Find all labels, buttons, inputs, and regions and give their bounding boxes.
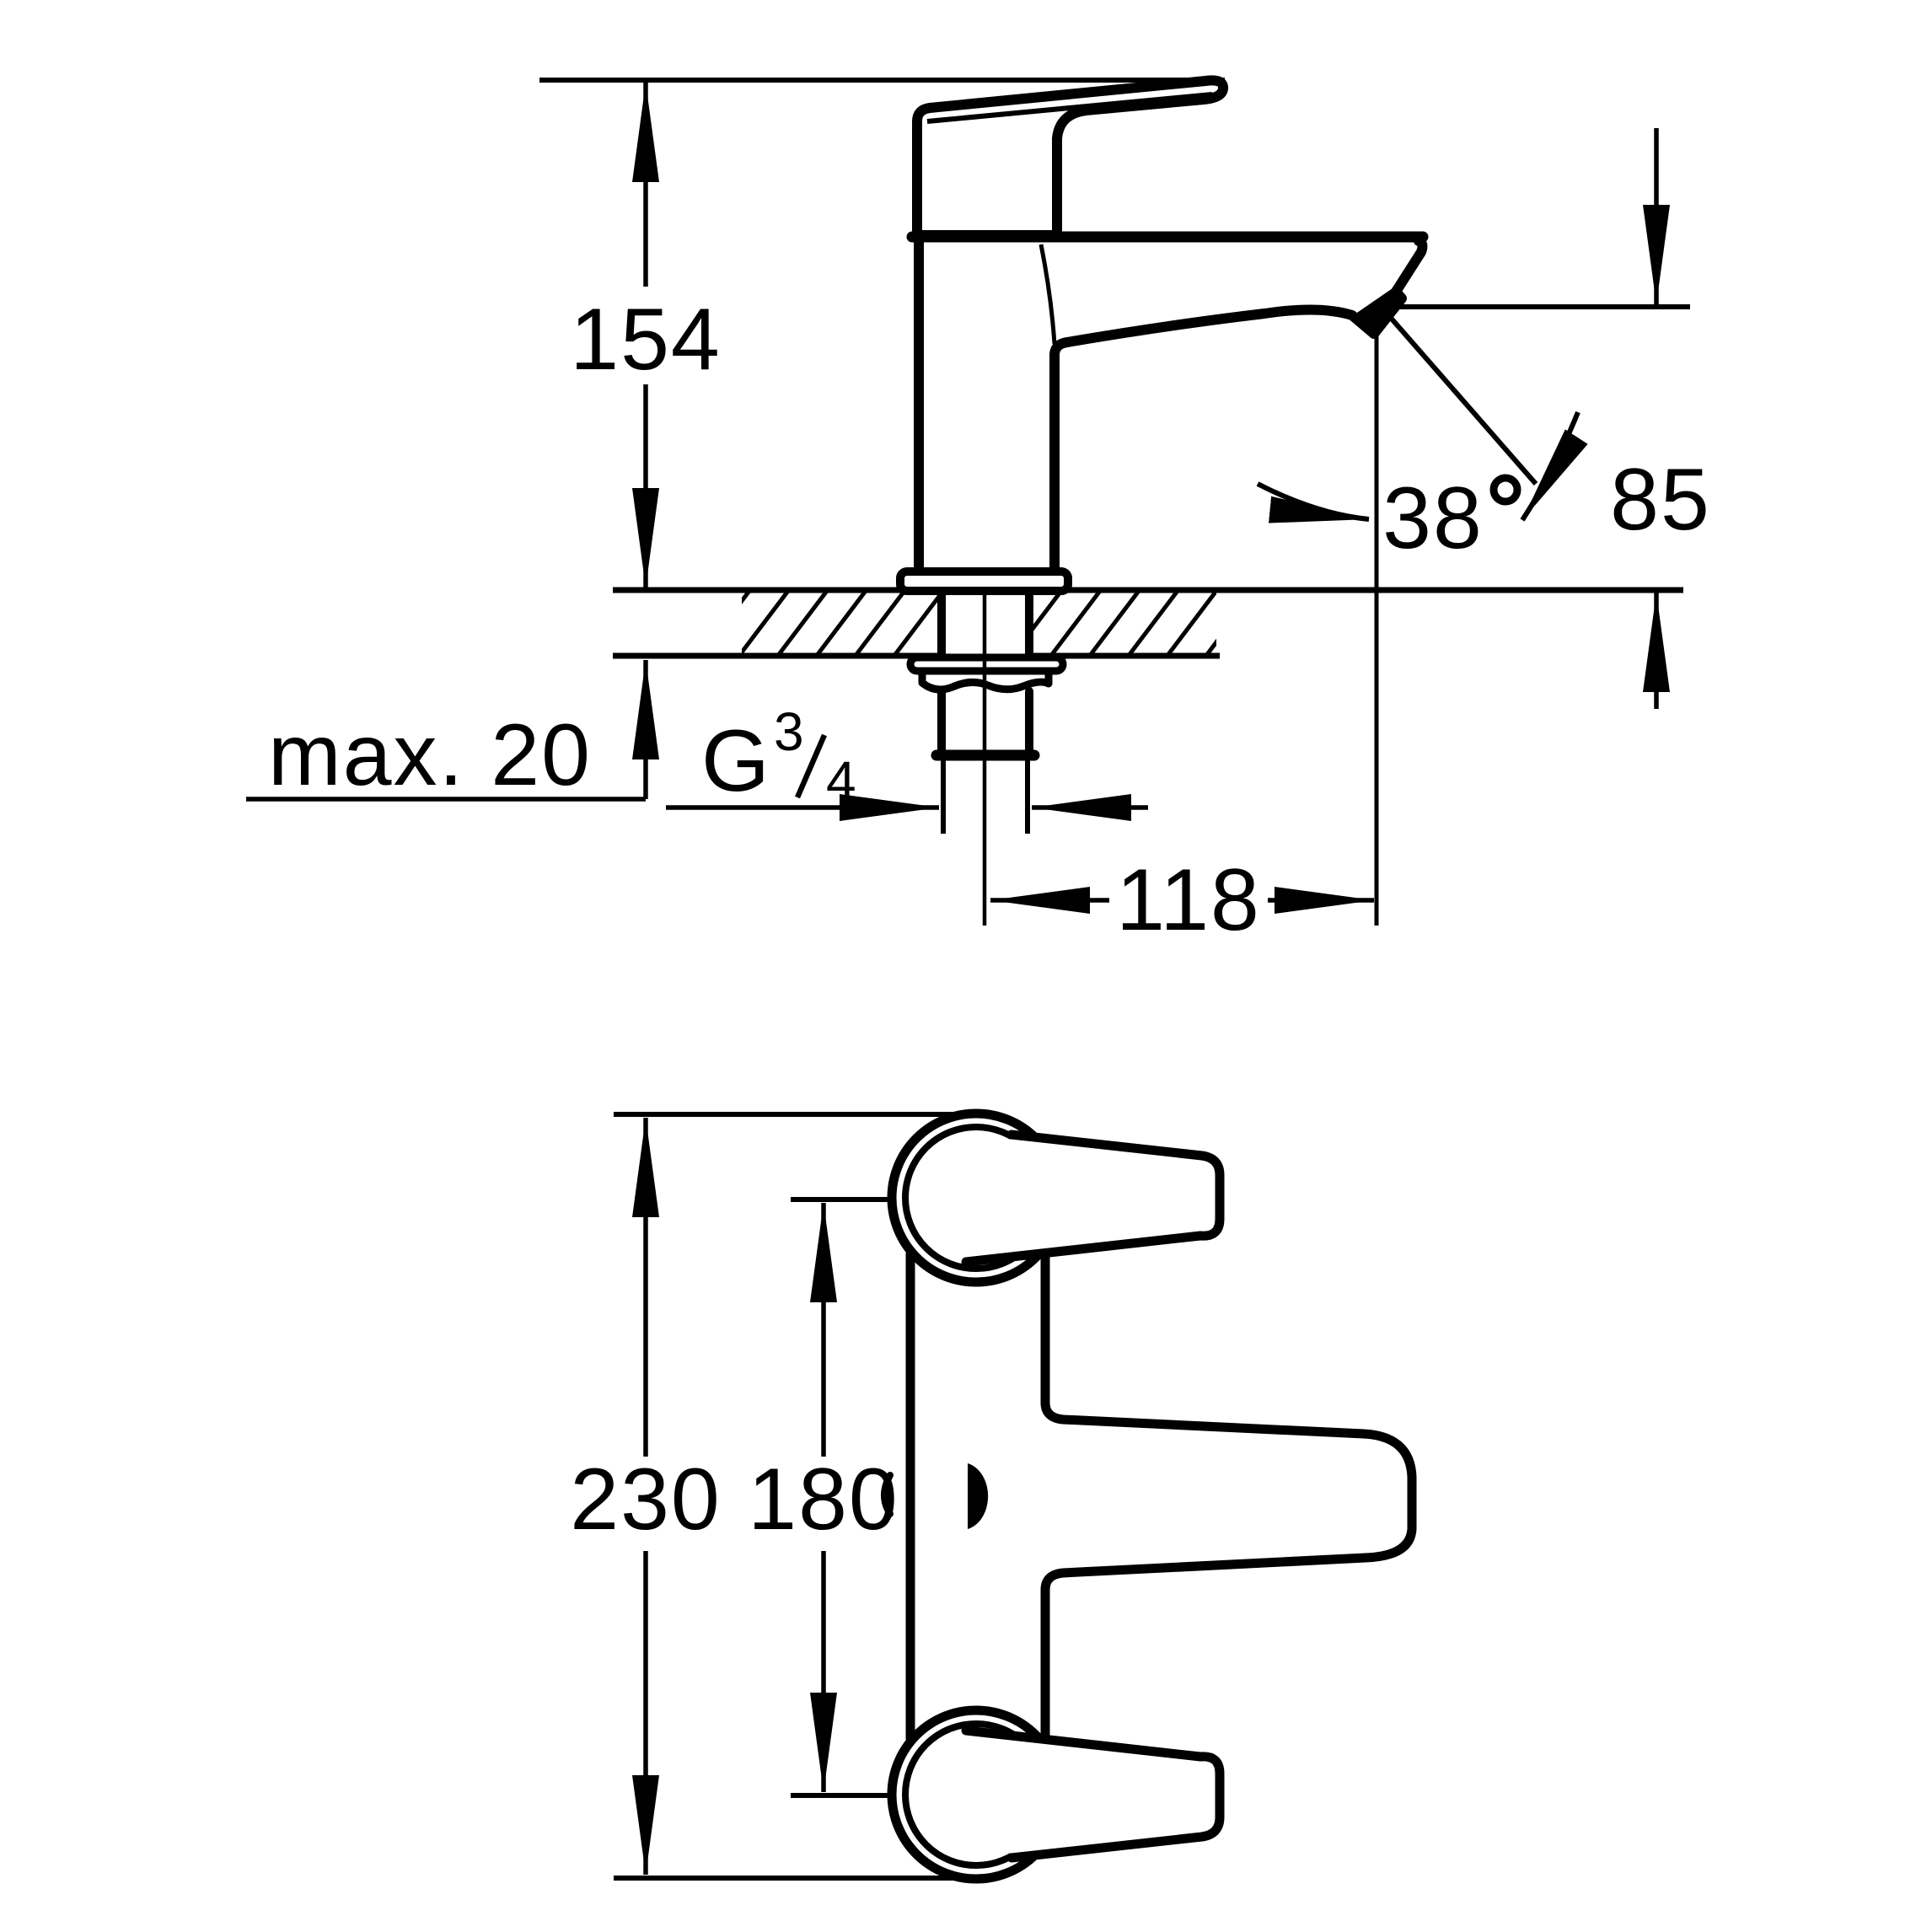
g34-prefix: G bbox=[701, 712, 771, 810]
dim-85-label: 85 bbox=[1610, 451, 1711, 549]
washer bbox=[906, 653, 1067, 675]
lever-handle bbox=[912, 75, 1228, 240]
deck-hatching-left bbox=[742, 589, 938, 657]
spout-body-curve bbox=[1038, 244, 1057, 345]
plan-view: 230 180 bbox=[570, 1108, 1417, 1884]
degree-symbol-icon bbox=[1489, 474, 1521, 506]
dimension-g34: G 3 4 bbox=[666, 701, 1148, 821]
deck-hatching-right bbox=[1033, 589, 1216, 657]
body-left-arc-detail bbox=[881, 1472, 894, 1517]
max20-label: max. 20 bbox=[268, 706, 592, 804]
dimension-180: 180 bbox=[748, 1203, 899, 1792]
handle-inner-line bbox=[926, 92, 1213, 124]
g34-denominator: 4 bbox=[826, 750, 856, 811]
g34-numerator: 3 bbox=[774, 701, 804, 762]
bottom-lever-fill bbox=[966, 1731, 1220, 1858]
faucet-side-outline bbox=[896, 75, 1429, 595]
angle-arc-arrow-right bbox=[1520, 411, 1588, 522]
angle-reference-line bbox=[1382, 309, 1538, 486]
g34-fraction-slash bbox=[795, 733, 827, 799]
plan-spout-body bbox=[1040, 1251, 1417, 1741]
dim-180-label: 180 bbox=[748, 1451, 899, 1548]
top-lever bbox=[961, 1130, 1225, 1267]
spout bbox=[1049, 236, 1428, 576]
dimension-38deg: 38 bbox=[1256, 309, 1588, 926]
dimension-85: 85 bbox=[1384, 128, 1711, 709]
counter-deck bbox=[613, 587, 1683, 659]
dimension-154: 154 bbox=[570, 83, 722, 588]
aerator bbox=[1355, 288, 1401, 331]
side-view: 154 max. 20 G 3 4 118 85 bbox=[246, 75, 1711, 949]
top-lever-fill bbox=[966, 1135, 1220, 1262]
dimension-118: 118 bbox=[990, 851, 1374, 949]
faucet-plan-outline bbox=[881, 1108, 1417, 1884]
base-flange bbox=[896, 567, 1072, 595]
mounting-hardware bbox=[906, 587, 1067, 926]
dimension-max20: max. 20 bbox=[246, 660, 659, 804]
dim-38-label: 38 bbox=[1382, 470, 1484, 567]
angle-arc-arrow-left bbox=[1256, 481, 1370, 523]
dim-118-label: 118 bbox=[1116, 851, 1261, 949]
dim-154-label: 154 bbox=[570, 291, 722, 389]
dim-230-label: 230 bbox=[570, 1451, 722, 1548]
spout-outlet-mark bbox=[968, 1463, 989, 1529]
bottom-lever bbox=[961, 1725, 1225, 1863]
dimension-230: 230 bbox=[570, 1118, 722, 1875]
